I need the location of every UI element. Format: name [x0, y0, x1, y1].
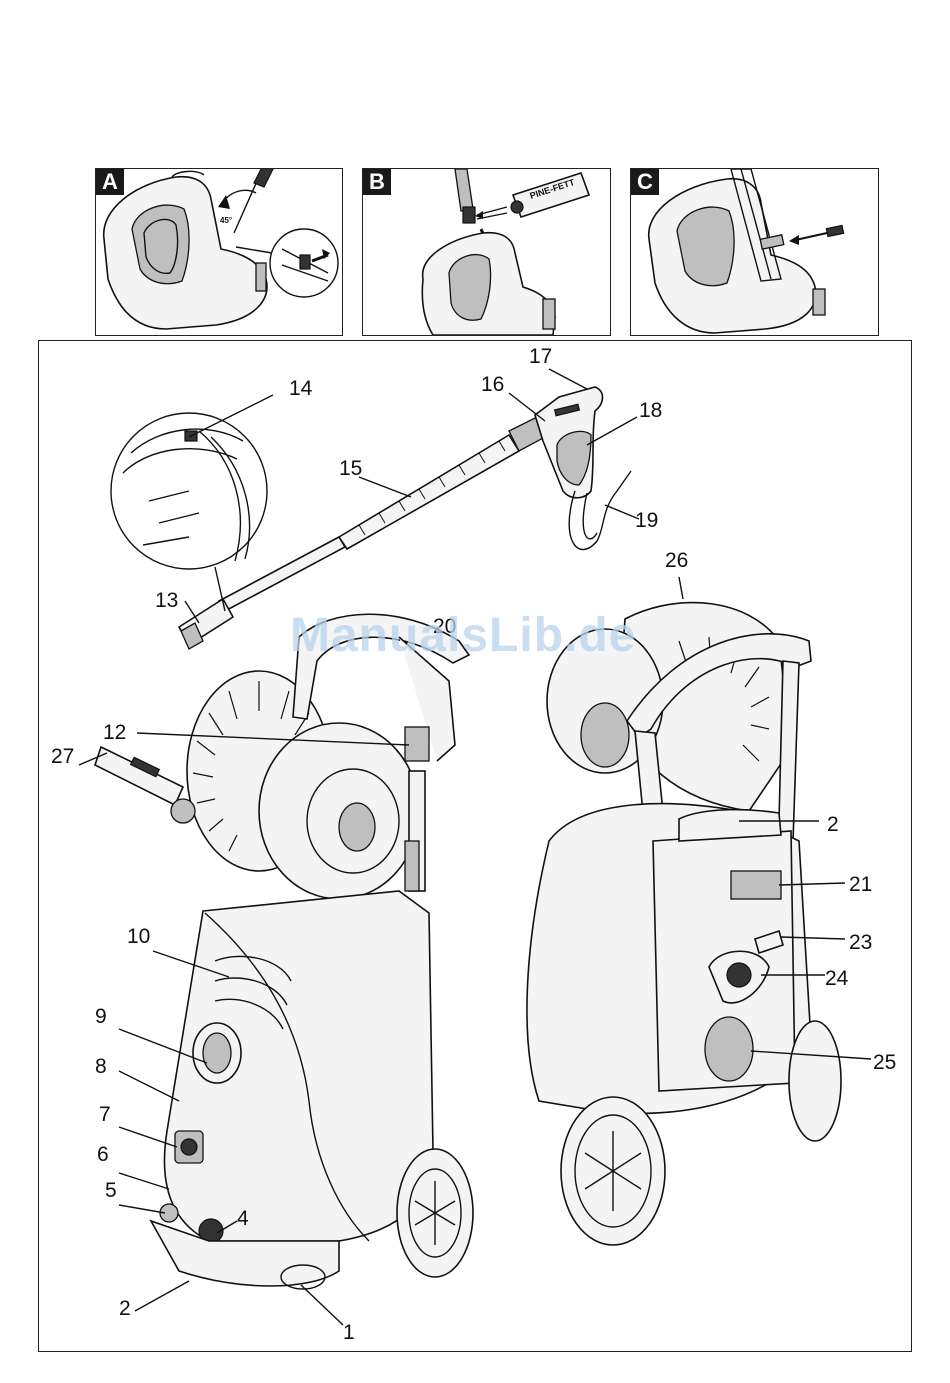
panel-c-letter: C [631, 169, 659, 195]
callout-25: 25 [873, 1051, 896, 1074]
panel-b-illustration: PINE-FETT [363, 169, 610, 335]
lance-grip-15 [339, 435, 519, 549]
callout-10: 10 [127, 925, 150, 948]
watermark: ManualsLib.de [290, 608, 636, 663]
panel-b: B PINE-FETT [362, 168, 611, 336]
callout-23: 23 [849, 931, 872, 954]
callout-19: 19 [635, 509, 658, 532]
callout-2-right: 2 [827, 813, 839, 836]
callout-4: 4 [237, 1207, 249, 1230]
panel-b-letter: B [363, 169, 391, 195]
callout-18: 18 [639, 399, 662, 422]
main-illustration: 14 15 16 17 18 19 13 20 26 12 27 10 9 8 … [39, 341, 911, 1351]
screwdriver-handle [254, 169, 274, 187]
wheel-rear-right [789, 1021, 841, 1141]
callout-5: 5 [105, 1179, 117, 1202]
holder-12 [405, 727, 429, 761]
hose-guide-2 [679, 810, 781, 841]
callout-21: 21 [849, 873, 872, 896]
hose-reel-front [259, 723, 419, 899]
gun-connector [256, 263, 266, 291]
callout-7: 7 [99, 1103, 111, 1126]
angle-label: 45° [220, 216, 232, 225]
holder-21 [731, 871, 781, 899]
pin [826, 225, 843, 236]
callout-9: 9 [95, 1005, 107, 1028]
callout-8: 8 [95, 1055, 107, 1078]
callout-24: 24 [825, 967, 849, 990]
callout-16: 16 [481, 373, 504, 396]
callout-27: 27 [51, 745, 74, 768]
panel-a-letter: A [96, 169, 124, 195]
callout-17: 17 [529, 345, 552, 368]
panel-a: A 45° [95, 168, 343, 336]
grease-tube [513, 173, 589, 217]
callout-13: 13 [155, 589, 178, 612]
callout-6: 6 [97, 1143, 109, 1166]
main-diagram-frame: 14 15 16 17 18 19 13 20 26 12 27 10 9 8 … [38, 340, 912, 1352]
callout-12: 12 [103, 721, 126, 744]
crank-27 [95, 747, 183, 805]
lance-end [463, 207, 475, 223]
callout-26: 26 [665, 549, 688, 572]
callout-2-left: 2 [119, 1297, 131, 1320]
panel-a-illustration: 45° [96, 169, 342, 335]
recess-25 [705, 1017, 753, 1081]
panel-c-illustration [631, 169, 878, 335]
callout-14: 14 [289, 377, 313, 400]
callout-1: 1 [343, 1321, 355, 1344]
lance-tube [455, 169, 473, 211]
panel-c: C [630, 168, 879, 336]
gun-grip-opening [449, 255, 491, 321]
callout-15: 15 [339, 457, 362, 480]
clip-detail [300, 255, 310, 269]
